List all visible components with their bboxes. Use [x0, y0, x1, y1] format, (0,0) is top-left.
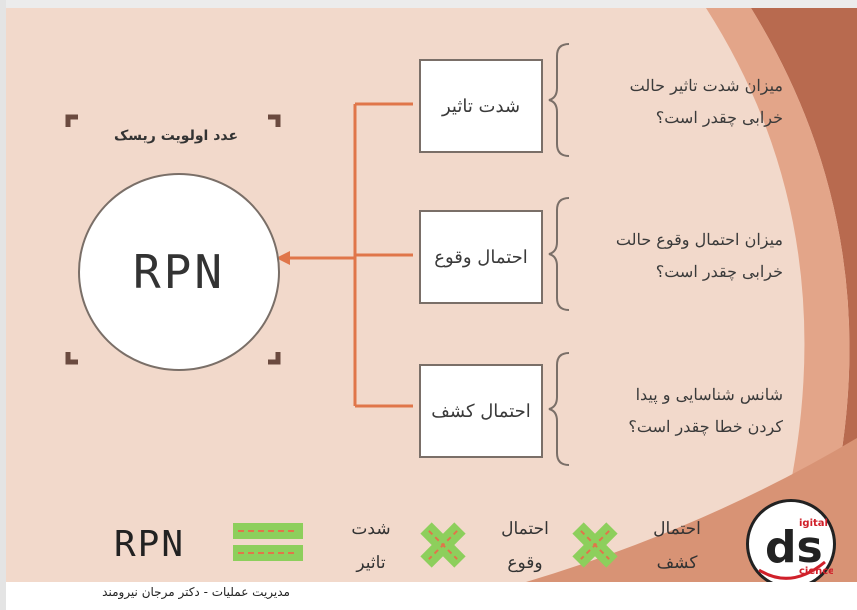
logo-text-top: igital: [799, 518, 828, 529]
rpn-circle: RPN: [78, 173, 280, 371]
param-box-detection: احتمال کشف: [419, 364, 543, 458]
question-detection-line1: شانس شناسایی و پیدا: [635, 385, 783, 404]
question-occurrence-line1: میزان احتمال وقوع حالت: [615, 230, 783, 249]
multiply-sign-1: [420, 522, 466, 568]
formula-factor-detection-line2: کشف: [656, 553, 698, 573]
slide-graphics: [65, 8, 857, 582]
question-severity: میزان شدت تاثیر حالت خرابی چقدر است؟: [578, 70, 783, 134]
question-occurrence: میزان احتمال وقوع حالت خرابی چقدر است؟: [578, 224, 783, 288]
formula-factor-severity-line1: شدت: [351, 519, 391, 539]
formula-factor-occurrence-line1: احتمال: [501, 519, 549, 539]
rpn-caption: عدد اولویت ریسک: [113, 128, 239, 144]
window-top-edge: [0, 0, 857, 8]
logo-mark: ds igital cience: [758, 518, 835, 580]
formula-factor-occurrence-line2: وقوع: [507, 553, 543, 573]
formula-factor-detection: احتمال کشف: [642, 512, 712, 580]
question-detection: شانس شناسایی و پیدا کردن خطا چقدر است؟: [578, 379, 783, 443]
question-severity-line2: خرابی چقدر است؟: [655, 108, 783, 127]
param-box-occurrence: احتمال وقوع: [419, 210, 543, 304]
param-box-severity: شدت تاثیر: [419, 59, 543, 153]
rpn-corner-brackets: [65, 114, 281, 365]
formula-factor-detection-line1: احتمال: [653, 519, 701, 539]
logo-letters: ds: [765, 522, 823, 573]
window-left-edge: [0, 0, 6, 610]
formula-factor-severity: شدت تاثیر: [338, 512, 404, 580]
question-detection-line2: کردن خطا چقدر است؟: [628, 417, 783, 436]
formula-factor-occurrence: احتمال وقوع: [490, 512, 560, 580]
param-label-severity: شدت تاثیر: [441, 95, 521, 117]
connector-tree: [288, 102, 413, 408]
param-label-detection: احتمال کشف: [431, 400, 531, 422]
logo-text-bottom: cience: [799, 566, 833, 577]
question-braces: [548, 43, 570, 466]
arrow-head: [276, 251, 290, 265]
decor-swoosh-light: [706, 8, 850, 582]
logo-swoosh: [758, 560, 826, 580]
slide: عدد اولویت ریسک RPN شدت تاثیر احتمال وقو…: [6, 8, 857, 582]
param-label-occurrence: احتمال وقوع: [434, 246, 528, 268]
footer-caption: مدیریت عملیات - دکتر مرجان نیرومند: [102, 585, 290, 599]
decor-swoosh-dark: [751, 8, 857, 582]
rpn-circle-label: RPN: [132, 245, 226, 299]
multiply-sign-2: [572, 522, 618, 568]
question-occurrence-line2: خرابی چقدر است؟: [655, 262, 783, 281]
question-severity-line1: میزان شدت تاثیر حالت: [629, 76, 783, 95]
digital-science-logo: ds igital cience: [746, 499, 836, 582]
formula-result-label: RPN: [114, 524, 186, 565]
formula-factor-severity-line2: تاثیر: [356, 553, 386, 573]
equals-sign: [233, 523, 303, 561]
